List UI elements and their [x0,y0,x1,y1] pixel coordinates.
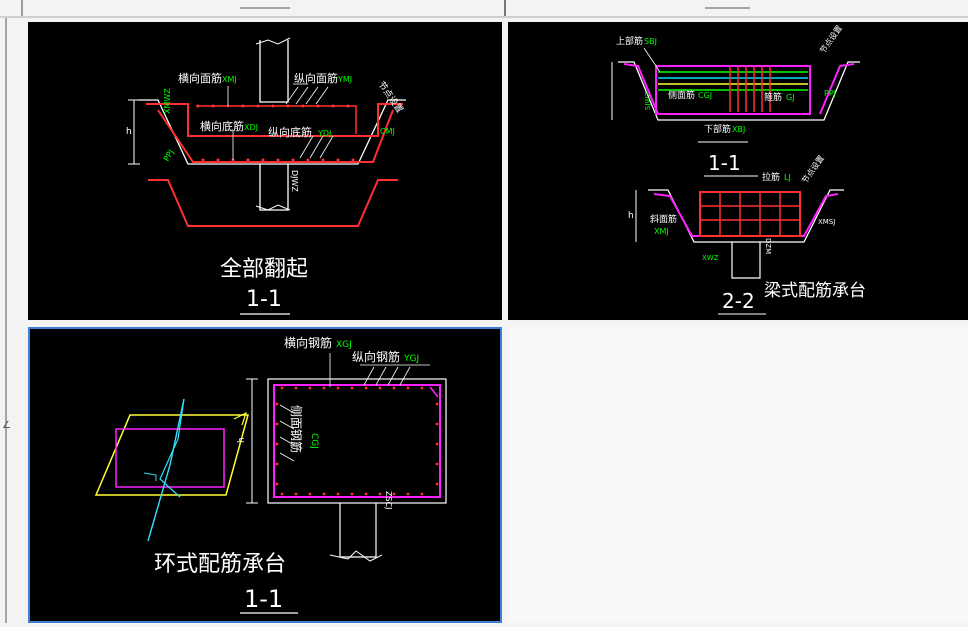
ring-reinforced-cap-drawing: h ZSCJ 横向钢筋 XGJ 纵向钢筋 YGJ 侧面钢筋 CGJ 环式配筋承台… [94,335,447,614]
longitudinal-bar-label: 纵向钢筋 [352,349,400,364]
side-bar-code: CGJ [309,433,319,449]
tile-full-flip-up[interactable]: h 横向面筋 XMJ 纵向面筋 YMJ 横向底筋 XDJ 纵向底筋 YDJ CM… [28,22,502,320]
bottom-transverse-label: 横向底筋 [200,119,244,133]
top-transverse-label: 横向面筋 [178,71,222,85]
tie-bar-code: LJ [784,173,791,182]
bottom-code: DJWZ [290,170,299,192]
section-b-label: 2-2 [722,289,755,313]
slope-code-2: XMSJ [818,218,835,226]
lower-bar-code: XBJ [732,125,745,134]
side-code: CMJ [380,127,395,136]
upper-bar-code: SBJ [644,37,657,46]
h-label: h [126,127,132,137]
node-setting-label: 节点设置 [817,23,844,55]
h-label: h [628,211,634,221]
slope-bar-code: XMJ [654,227,669,236]
transverse-bar-label: 横向钢筋 [284,335,332,350]
pp-code: PPJ [824,89,836,98]
node-setting-label-2: 节点设置 [799,153,826,185]
top-longitudinal-label: 纵向面筋 [294,71,338,85]
left-gutter: ∠ [0,18,22,623]
section-label: 1-1 [246,287,282,312]
left-code: SJWZ [644,92,652,110]
section-a-label: 1-1 [708,151,741,175]
h-label: h [237,437,247,443]
empty-tile-area [508,327,968,623]
tile-beam-reinforced-cap[interactable]: 上部筋 SBJ 侧面筋 CGJ 箍筋 GJ 下部筋 XBJ PPJ 节点设置 S… [508,22,968,320]
top-longitudinal-code: YMJ [337,75,352,84]
tile-title: 梁式配筋承台 [764,281,866,301]
tie-bar-label: 拉筋 [762,171,780,183]
side-bar-code: CGJ [698,91,712,100]
pp-code: PPJ [162,148,176,163]
tile-ring-reinforced-cap[interactable]: h ZSCJ 横向钢筋 XGJ 纵向钢筋 YGJ 侧面钢筋 CGJ 环式配筋承台… [28,327,502,623]
bottom-code-2: DZM [764,238,772,254]
top-transverse-code: XMJ [222,75,237,84]
top-strip [0,0,968,18]
beam-reinforced-cap-drawing: 上部筋 SBJ 侧面筋 CGJ 箍筋 GJ 下部筋 XBJ PPJ 节点设置 S… [611,23,866,315]
side-bar-label: 侧面钢筋 [289,405,304,453]
side-bar-label: 侧面筋 [668,89,695,101]
slope-bar-label: 斜面筋 [650,213,677,225]
section-label: 1-1 [244,585,283,613]
bottom-code: ZSCJ [384,491,393,510]
transverse-bar-code: XGJ [336,340,352,350]
node-setting-label: 节点设置 [376,79,406,115]
tile-title: 环式配筋承台 [154,552,286,577]
tile-title: 全部翻起 [220,257,308,282]
full-flip-up-drawing: h 横向面筋 XMJ 纵向面筋 YMJ 横向底筋 XDJ 纵向底筋 YDJ CM… [126,37,406,315]
left-code: XMWZ [163,88,172,114]
longitudinal-bar-code: YGJ [403,354,419,364]
bottom-code: XWZ [702,254,719,262]
svg-text:∠: ∠ [2,420,11,431]
lower-bar-label: 下部筋 [704,123,731,135]
stirrup-label: 箍筋 [764,91,782,103]
upper-bar-label: 上部筋 [616,35,643,47]
bottom-transverse-code: XDJ [244,123,258,132]
bottom-longitudinal-label: 纵向底筋 [268,125,312,139]
stirrup-code: GJ [786,93,795,102]
bottom-longitudinal-code: YDJ [317,129,331,138]
